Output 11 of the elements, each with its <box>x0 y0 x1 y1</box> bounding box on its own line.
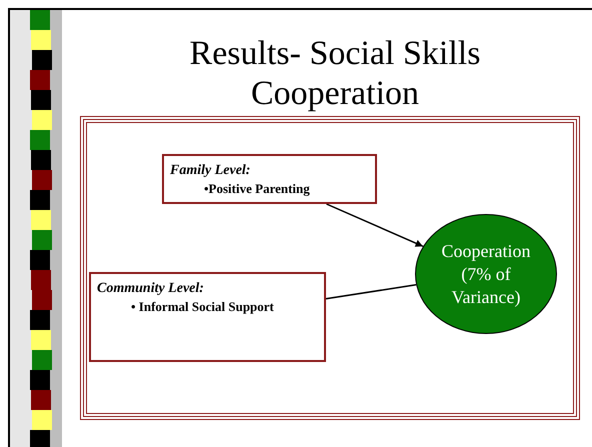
frame-box <box>80 116 580 420</box>
arrow <box>326 203 424 248</box>
connector-line <box>326 284 416 300</box>
bullet-item: •Positive Parenting <box>203 181 311 197</box>
factor-box <box>89 272 326 362</box>
factor-box <box>162 154 377 204</box>
bullet-item: • Informal Social Support <box>130 299 275 315</box>
level-heading: Community Level: <box>97 280 205 297</box>
outcome-label: Cooperation (7% of Variance) <box>440 240 532 308</box>
slide-title: Results- Social Skills Cooperation <box>188 34 482 114</box>
level-heading: Family Level: <box>170 162 252 179</box>
